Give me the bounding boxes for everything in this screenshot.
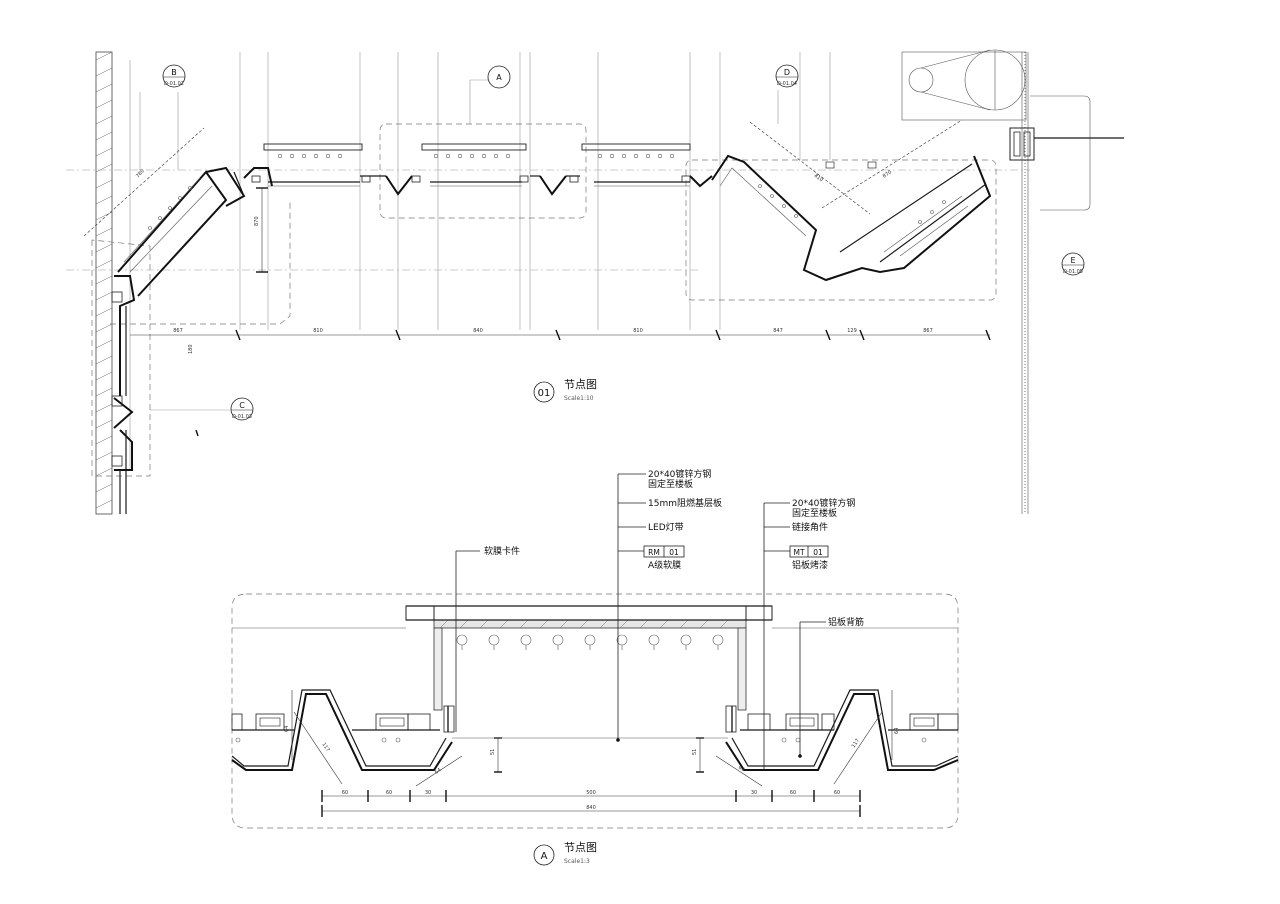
callout-b-ref: D-01.02	[164, 81, 184, 87]
section-height-dims	[452, 737, 728, 773]
dim-label: 867	[173, 328, 183, 334]
dim-label: 51	[490, 749, 496, 755]
dim-label: 60	[790, 790, 796, 796]
dim-label: 60	[834, 790, 840, 796]
callout-e[interactable]: E D-01.05	[1061, 252, 1085, 276]
callout-d[interactable]: D D-01.04	[775, 64, 799, 88]
dim-label: 64	[894, 728, 900, 734]
section-dimension-labels: 60 60 30 500 30 60 60 840 51 51 117 117 …	[284, 726, 900, 811]
dim-label: 30	[425, 790, 431, 796]
dim-label: 810	[313, 328, 323, 334]
dim-label: 870	[254, 216, 260, 226]
plan-straight-runs	[243, 143, 713, 196]
note-rib: 铝板背筋	[828, 616, 864, 628]
dashed-outlines	[91, 51, 1091, 477]
dim-label: 500	[586, 790, 596, 796]
tag-mt: MT 01	[789, 545, 829, 558]
dim-label: 810	[633, 328, 643, 334]
callout-c-ref: D-01.03	[232, 414, 252, 420]
dim-label: 780	[135, 168, 146, 179]
section-dimension-chain	[321, 790, 861, 817]
section-title: 节点图	[564, 841, 597, 854]
dim-label: 117	[851, 738, 861, 749]
dim-label: 64	[284, 726, 290, 732]
dim-label: 60	[386, 790, 392, 796]
rm-number: 01	[669, 548, 679, 557]
section-notes: 20*40镀锌方钢 固定至楼板 15mm阻燃基层板 LED灯带 RM 01 A级…	[484, 468, 864, 628]
section-view: 20*40镀锌方钢 固定至楼板 15mm阻燃基层板 LED灯带 RM 01 A级…	[231, 468, 959, 866]
dim-label: 51	[692, 749, 698, 755]
note-steel-left-2: 固定至楼板	[648, 478, 693, 490]
left-profile	[231, 627, 463, 787]
callout-b[interactable]: B D-01.02	[162, 64, 186, 88]
note-led: LED灯带	[648, 522, 684, 533]
plan-view: B D-01.02 A D D-01.04 E D-01.05 C D-01.0…	[66, 49, 1124, 515]
plan-title-block: 01 节点图 Scale1:10	[533, 378, 597, 403]
tag-rm: RM 01	[643, 545, 685, 558]
section-frame	[231, 593, 959, 829]
plan-scale: Scale1:10	[564, 395, 594, 402]
mt-code: MT	[793, 548, 804, 557]
plan-right-segment	[711, 119, 992, 282]
dim-label: 867	[923, 328, 933, 334]
plan-dimension-labels: 867 810 840 810 847 129 867 780 870 810 …	[135, 168, 933, 354]
callout-e-letter: E	[1070, 256, 1075, 265]
section-number: A	[541, 851, 548, 862]
note-steel-right-2: 固定至楼板	[792, 507, 837, 519]
dim-label: 870	[882, 169, 893, 179]
plan-left-wall-run	[111, 275, 136, 514]
left-wall	[95, 51, 113, 515]
dim-label: 64	[737, 765, 746, 774]
callout-d-letter: D	[784, 68, 790, 77]
section-title-block: A 节点图 Scale1:3	[533, 841, 597, 866]
note-mt-desc: 铝板烤漆	[792, 559, 828, 571]
section-leaders	[455, 473, 826, 770]
plan-left-segment	[83, 127, 268, 297]
pulley-equipment	[908, 49, 1026, 111]
top-steel-and-board	[405, 605, 773, 711]
right-wall	[1021, 52, 1029, 514]
note-angle: 链接角件	[792, 521, 828, 533]
grid-lines	[66, 52, 1030, 470]
led-strip	[456, 634, 724, 650]
dim-label: 64	[434, 767, 443, 776]
note-steel-left-1: 20*40镀锌方钢	[648, 468, 711, 480]
callout-c-letter: C	[239, 401, 245, 410]
dim-label: 30	[751, 790, 757, 796]
dim-label: 60	[342, 790, 348, 796]
plan-number: 01	[538, 388, 551, 399]
callout-c[interactable]: C D-01.03	[150, 397, 254, 421]
callout-a[interactable]: A	[487, 65, 511, 89]
note-steel-right-1: 20*40镀锌方钢	[792, 497, 855, 509]
rm-code: RM	[648, 548, 660, 557]
dim-label: 840	[473, 328, 483, 334]
plan-title: 节点图	[564, 378, 597, 391]
callout-a-letter: A	[496, 73, 502, 82]
note-clip: 软膜卡件	[484, 545, 520, 557]
wall-fixture-right	[1009, 127, 1124, 161]
dim-label: 117	[320, 742, 330, 753]
callout-b-letter: B	[171, 68, 177, 77]
mt-number: 01	[813, 548, 823, 557]
callout-e-ref: D-01.05	[1063, 269, 1083, 275]
dim-label: 180	[188, 344, 194, 354]
dim-label: 840	[586, 805, 596, 811]
plan-dimension-chain	[130, 329, 991, 437]
dim-label: 129	[847, 328, 857, 334]
note-base-board: 15mm阻燃基层板	[648, 497, 722, 509]
dim-label: 847	[773, 328, 783, 334]
note-rm-desc: A级软膜	[648, 559, 681, 571]
callout-d-ref: D-01.04	[777, 81, 797, 87]
right-profile	[715, 627, 959, 787]
section-scale: Scale1:3	[564, 858, 590, 865]
dim-label: 810	[813, 173, 824, 184]
